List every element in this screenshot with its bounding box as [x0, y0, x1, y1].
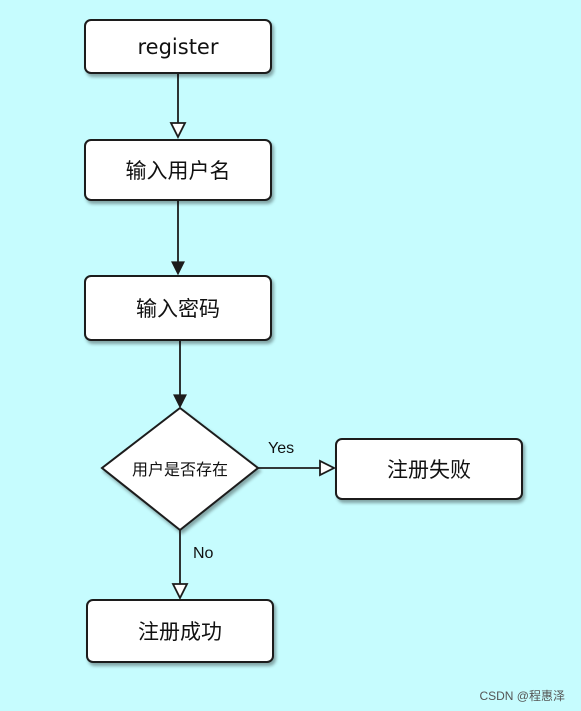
end-node-register-success: 注册成功	[86, 599, 274, 663]
process-node-input-password: 输入密码	[84, 275, 272, 341]
end-node-register-fail: 注册失败	[335, 438, 523, 500]
arrowhead-filled	[171, 261, 185, 276]
decision-label: 用户是否存在	[131, 460, 228, 479]
start-node-register: register	[84, 19, 272, 74]
process-node-input-username: 输入用户名	[84, 139, 272, 201]
node-label: 注册成功	[138, 620, 222, 644]
node-label: 输入用户名	[125, 159, 231, 183]
edge-label-yes: Yes	[268, 440, 295, 457]
edge-label-no: No	[193, 545, 214, 562]
node-label: register	[137, 34, 219, 59]
watermark: CSDN @程惠泽	[479, 689, 565, 703]
node-label: 输入密码	[136, 297, 220, 321]
node-label: 注册失败	[387, 458, 471, 482]
arrowhead-hollow	[319, 459, 337, 477]
arrowhead-hollow	[169, 122, 187, 140]
arrowhead-filled	[173, 394, 187, 409]
arrowhead-hollow	[171, 583, 189, 601]
